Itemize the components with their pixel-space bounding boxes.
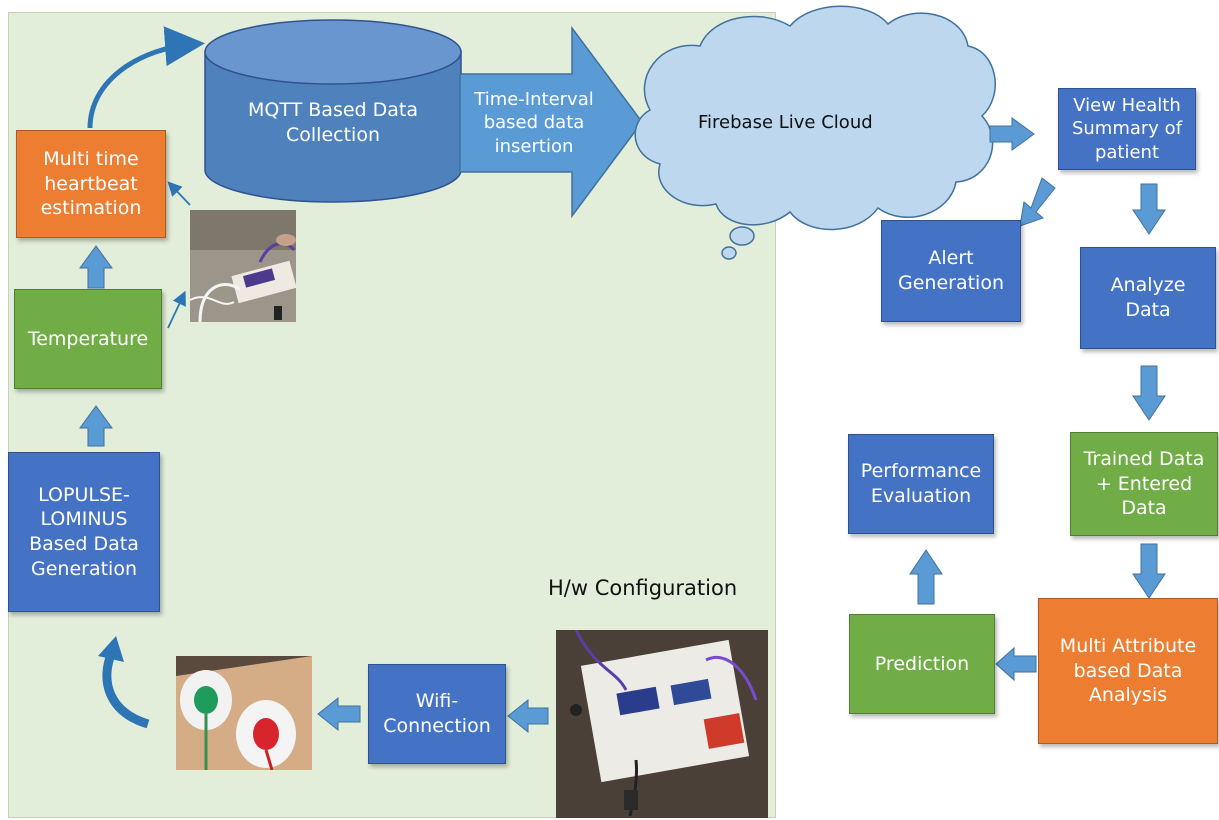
mqtt-data-collection: MQTT Based Data Collection — [220, 88, 446, 158]
prediction-label: Prediction — [874, 652, 970, 675]
up-arrow-lopulse-to-temp — [79, 405, 113, 447]
mqtt-label: MQTT Based Data Collection — [248, 99, 418, 146]
analyze-data-box: Analyze Data — [1080, 247, 1216, 349]
down-arrow-trained-to-multiattr — [1132, 543, 1166, 599]
temperature-box: Temperature — [14, 289, 162, 389]
thin-arrow-photo-to-heartbeat — [167, 181, 191, 206]
trained-entered-data-box: Trained Data + Entered Data — [1070, 432, 1218, 536]
curve-arrow-electrode-to-lopulse — [102, 650, 150, 729]
multi-attribute-analysis-box: Multi Attribute based Data Analysis — [1038, 598, 1218, 744]
alert-generation-label: Alert Generation — [898, 247, 1004, 294]
view-health-summary-label: View Health Summary of patient — [1071, 94, 1183, 163]
time-interval-insertion: Time-Interval based data insertion — [462, 74, 606, 172]
diag-arrow-viewhealth-to-alert — [1019, 177, 1056, 227]
prediction-box: Prediction — [849, 614, 995, 714]
hardware-breadboard-photo — [556, 630, 768, 818]
ecg-electrode-photo — [176, 656, 312, 770]
alert-generation-box: Alert Generation — [881, 220, 1021, 322]
view-health-summary-box: View Health Summary of patient — [1058, 88, 1196, 170]
firebase-live-cloud: Firebase Live Cloud — [698, 112, 873, 133]
temperature-label: Temperature — [27, 327, 149, 350]
up-arrow-prediction-to-performance — [909, 549, 943, 605]
wifi-connection-label: Wifi-Connection — [383, 690, 491, 737]
thin-arrow-temperature-to-photo — [167, 290, 186, 329]
hw-configuration-label: H/w Configuration — [548, 576, 738, 600]
multi-attribute-analysis-label: Multi Attribute based Data Analysis — [1059, 634, 1197, 707]
left-arrow-hw-to-wifi — [507, 698, 549, 734]
pulse-sensor-photo — [190, 210, 296, 322]
down-arrow-analyze-to-trained — [1132, 365, 1166, 421]
hw-configuration-title: H/w Configuration — [548, 576, 737, 600]
lopulse-lominus-box: LOPULSE-LOMINUS Based Data Generation — [8, 452, 160, 612]
firebase-label: Firebase Live Cloud — [698, 112, 873, 133]
performance-evaluation-box: Performance Evaluation — [848, 434, 994, 534]
wifi-connection-box: Wifi-Connection — [368, 664, 506, 764]
multi-time-heartbeat-box: Multi time heartbeat estimation — [16, 130, 166, 238]
mqtt-cylinder-shape — [204, 19, 462, 203]
analyze-data-label: Analyze Data — [1110, 274, 1186, 321]
left-arrow-multiattr-to-prediction — [995, 646, 1037, 682]
right-arrow-cloud-to-viewhealth — [989, 117, 1035, 151]
up-arrow-temp-to-heartbeat — [79, 245, 113, 289]
multi-time-heartbeat-label: Multi time heartbeat estimation — [40, 147, 142, 220]
left-arrow-wifi-to-electrode — [317, 696, 361, 732]
performance-evaluation-label: Performance Evaluation — [860, 460, 982, 507]
time-interval-label: Time-Interval based data insertion — [474, 88, 594, 157]
lopulse-lominus-label: LOPULSE-LOMINUS Based Data Generation — [29, 483, 139, 580]
curve-arrow-heartbeat-to-mqtt — [87, 26, 205, 129]
trained-entered-data-label: Trained Data + Entered Data — [1083, 447, 1205, 520]
down-arrow-viewhealth-to-analyze — [1132, 183, 1166, 235]
time-interval-arrow-shape — [459, 25, 643, 219]
